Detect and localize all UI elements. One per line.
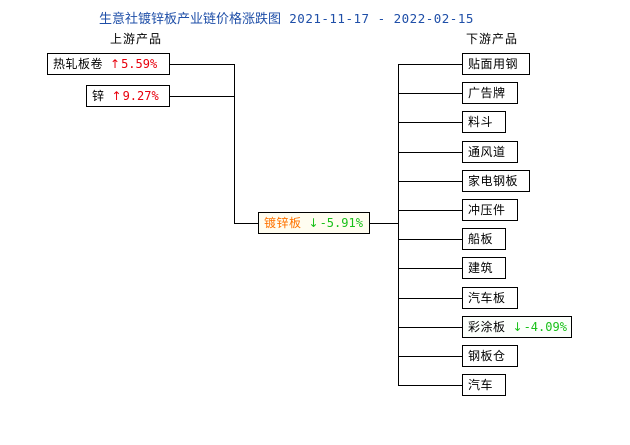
node-label: 冲压件 [468, 203, 506, 217]
downstream-node-6[interactable]: 冲压件 [462, 199, 518, 221]
downstream-branch-12 [398, 385, 462, 386]
downstream-branch-2 [398, 93, 462, 94]
upstream-node-2[interactable]: 锌 ↑9.27% [86, 85, 170, 107]
change-text: 9.27% [122, 89, 159, 103]
downstream-branch-5 [398, 181, 462, 182]
downstream-node-5[interactable]: 家电钢板 [462, 170, 530, 192]
downstream-node-12[interactable]: 汽车 [462, 374, 506, 396]
upstream-spine [234, 64, 235, 223]
arrow-down-icon: ↓ [308, 216, 319, 230]
node-label: 广告牌 [468, 86, 506, 100]
node-change-value: ↓-4.09% [513, 321, 567, 333]
node-label: 镀锌板 [264, 216, 302, 230]
title-text: 生意社镀锌板产业链价格涨跌图 [99, 12, 282, 27]
title-date-range: 2021-11-17 - 2022-02-15 [289, 11, 474, 26]
node-label: 钢板仓 [468, 349, 506, 363]
node-change-value: ↑5.59% [110, 58, 157, 70]
downstream-node-1[interactable]: 贴面用钢 [462, 53, 530, 75]
arrow-up-icon: ↑ [111, 89, 122, 103]
node-label: 建筑 [468, 261, 494, 275]
downstream-node-11[interactable]: 钢板仓 [462, 345, 518, 367]
node-change-value: ↓-5.91% [309, 217, 363, 229]
downstream-branch-8 [398, 268, 462, 269]
downstream-node-8[interactable]: 建筑 [462, 257, 506, 279]
downstream-branch-10 [398, 327, 462, 328]
node-label: 通风道 [468, 145, 506, 159]
downstream-branch-3 [398, 122, 462, 123]
node-label: 贴面用钢 [468, 57, 519, 71]
node-label: 家电钢板 [468, 174, 519, 188]
downstream-node-4[interactable]: 通风道 [462, 141, 518, 163]
change-text: -5.91% [319, 216, 363, 230]
center-node-galvanized-sheet[interactable]: 镀锌板 ↓-5.91% [258, 212, 370, 234]
downstream-branch-6 [398, 210, 462, 211]
downstream-branch-4 [398, 152, 462, 153]
downstream-branch-9 [398, 298, 462, 299]
arrow-up-icon: ↑ [110, 57, 121, 71]
node-label: 船板 [468, 232, 494, 246]
upstream-branch-1 [170, 64, 234, 65]
node-label: 料斗 [468, 115, 494, 129]
downstream-branch-1 [398, 64, 462, 65]
change-text: -4.09% [523, 320, 567, 334]
upstream-node-1[interactable]: 热轧板卷 ↑5.59% [47, 53, 170, 75]
downstream-branch-11 [398, 356, 462, 357]
downstream-node-10[interactable]: 彩涂板 ↓-4.09% [462, 316, 572, 338]
downstream-node-7[interactable]: 船板 [462, 228, 506, 250]
downstream-column-header: 下游产品 [466, 32, 519, 46]
node-label: 锌 [92, 89, 105, 103]
change-text: 5.59% [121, 57, 158, 71]
upstream-branch-2 [170, 96, 234, 97]
page-title: 生意社镀锌板产业链价格涨跌图 2021-11-17 - 2022-02-15 [99, 8, 474, 27]
downstream-spine [398, 64, 399, 385]
node-change-value: ↑9.27% [112, 90, 159, 102]
downstream-node-3[interactable]: 料斗 [462, 111, 506, 133]
downstream-node-2[interactable]: 广告牌 [462, 82, 518, 104]
node-label: 热轧板卷 [53, 57, 104, 71]
downstream-branch-7 [398, 239, 462, 240]
downstream-node-9[interactable]: 汽车板 [462, 287, 518, 309]
node-label: 汽车 [468, 378, 494, 392]
arrow-down-icon: ↓ [512, 320, 523, 334]
center-to-downstream [370, 223, 398, 224]
node-label: 彩涂板 [468, 320, 506, 334]
node-label: 汽车板 [468, 291, 506, 305]
upstream-column-header: 上游产品 [110, 32, 163, 46]
upstream-to-center [234, 223, 258, 224]
